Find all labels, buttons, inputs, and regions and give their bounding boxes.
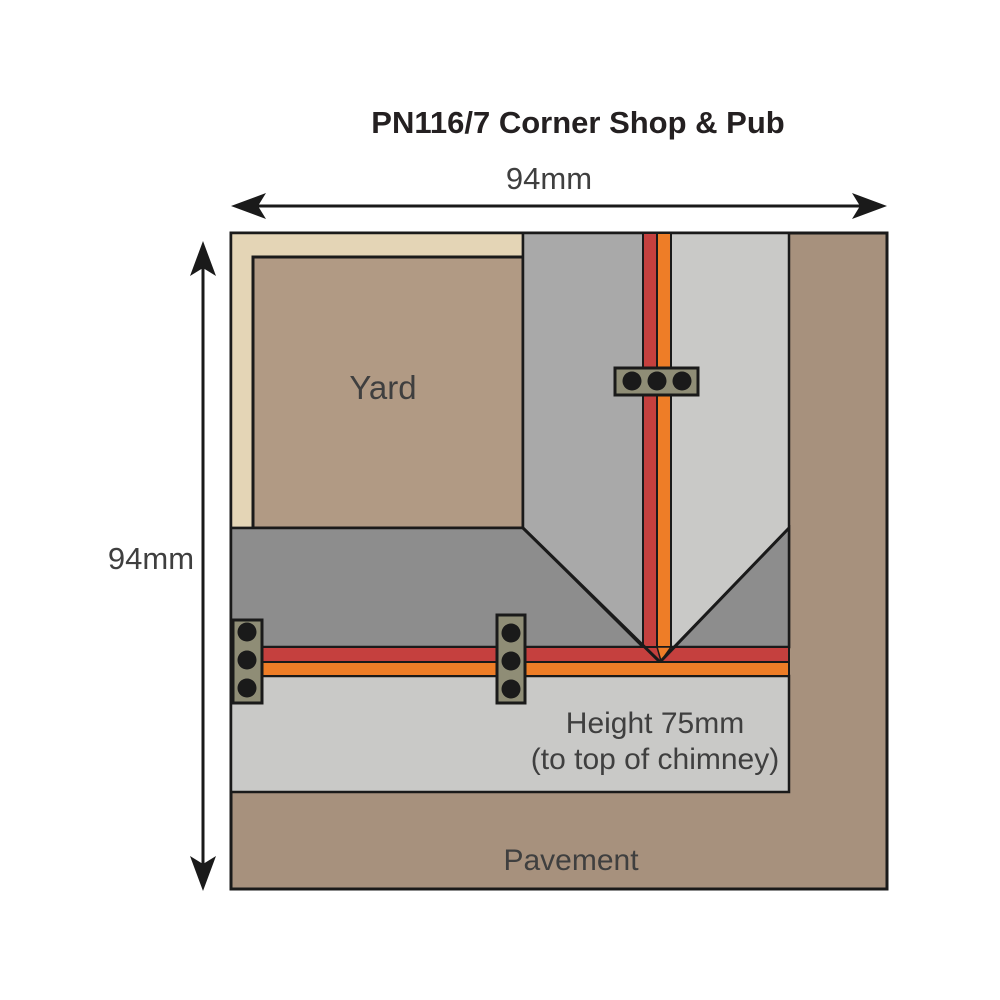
height-dimension-label: 94mm	[107, 541, 195, 576]
arrowhead-right-icon	[852, 193, 887, 219]
valley-line-left	[521, 526, 662, 664]
building-height-note-line2: (to top of chimney)	[530, 743, 780, 776]
ridge-band-orange-vertical	[656, 232, 672, 648]
chimney-top	[613, 366, 700, 397]
chimney-pot-icon	[622, 371, 642, 391]
chimney-pot-icon	[501, 623, 521, 643]
yard-label: Yard	[349, 369, 417, 406]
chimney-middle	[495, 613, 527, 705]
chimney-pot-icon	[501, 679, 521, 699]
chimney-pot-icon	[237, 622, 257, 642]
chimney-pot-icon	[237, 650, 257, 670]
arrowhead-left-icon	[231, 193, 266, 219]
chimney-left	[231, 618, 264, 705]
arrowhead-down-icon	[190, 856, 216, 891]
yard-area	[251, 255, 525, 530]
page-title: PN116/7 Corner Shop & Pub	[371, 105, 785, 140]
width-dimension-arrow	[231, 193, 887, 219]
chimney-pot-icon	[672, 371, 692, 391]
chimney-pot-icon	[647, 371, 667, 391]
arrowhead-up-icon	[190, 241, 216, 276]
chimney-pot-icon	[501, 651, 521, 671]
ridge-band-red-vertical	[642, 232, 658, 648]
valley-line-right	[658, 526, 791, 664]
chimney-pot-icon	[237, 678, 257, 698]
width-dimension-label: 94mm	[505, 161, 593, 196]
height-dimension-arrow	[190, 241, 216, 891]
building-height-note-line1: Height 75mm	[565, 707, 745, 740]
pavement-label: Pavement	[503, 844, 639, 877]
